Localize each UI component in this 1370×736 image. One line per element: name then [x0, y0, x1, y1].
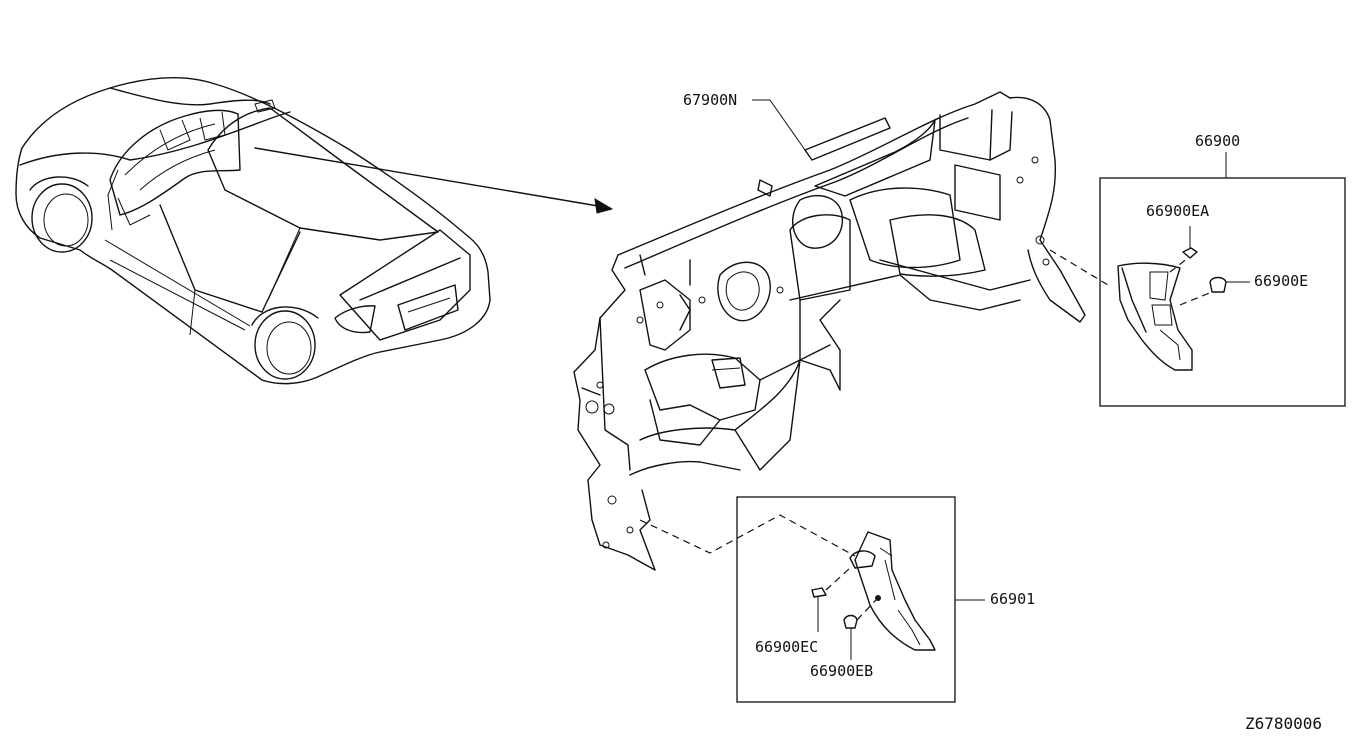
part-label-66900: 66900 [1195, 132, 1241, 150]
vehicle-overview-illustration [15, 76, 614, 385]
leader-67900N-angle [769, 99, 806, 151]
part-label-66900EA: 66900EA [1146, 202, 1210, 220]
kit-66900-box [1049, 152, 1346, 407]
part-label-67900N: 67900N [683, 91, 738, 109]
part-label-66900EB: 66900EB [810, 662, 874, 680]
diagram-code: Z6780006 [1245, 714, 1323, 733]
part-label-66900E: 66900E [1254, 272, 1309, 290]
part-label-66901: 66901 [990, 590, 1036, 608]
part-label-66900EC: 66900EC [755, 638, 819, 656]
dash-panel-insulator-illustration [573, 91, 1086, 571]
kit-66901-box [639, 496, 985, 703]
